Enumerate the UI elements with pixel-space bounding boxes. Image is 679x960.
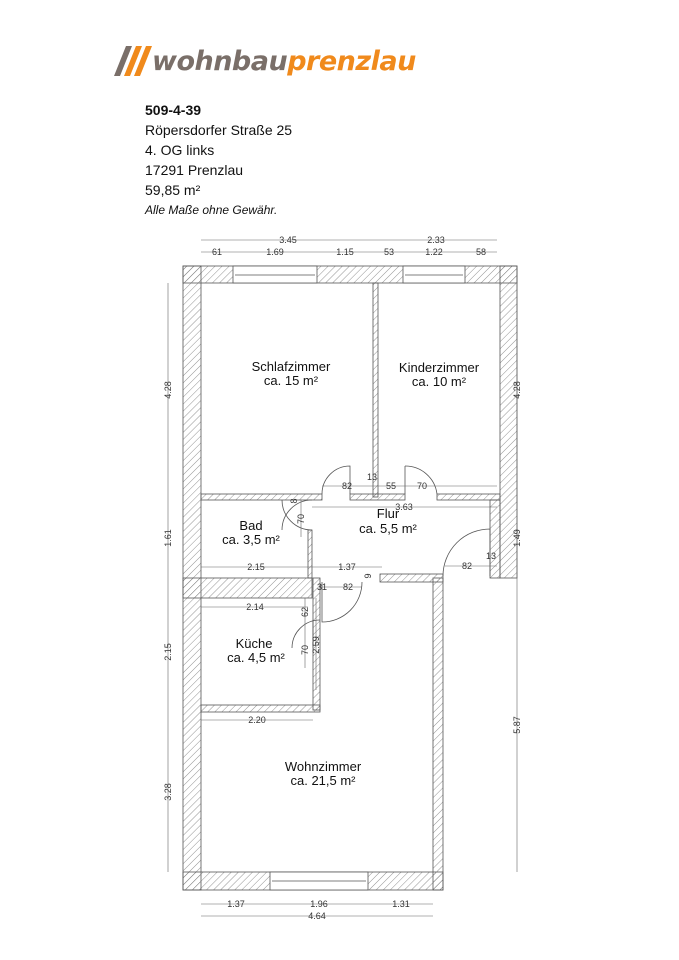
dim-right-c: 5.87: [512, 716, 522, 734]
inner-dimensions: 82 13 55 70 3.63 70 8 2.15 1.37 9 82 13 …: [246, 472, 496, 725]
dim-13b: 13: [486, 551, 496, 561]
dim-13a: 13: [367, 472, 377, 482]
dim-right-b: 1.49: [512, 529, 522, 547]
dim-left-a: 4.28: [163, 381, 173, 399]
dim-363: 3.63: [395, 502, 413, 512]
top-dimensions: 3.45 2.33 61 1.69 1.15 53 1.22 58: [212, 235, 486, 257]
dim-31: 31: [317, 582, 327, 592]
dim-top-c1: 61: [212, 247, 222, 257]
dim-bottom-c: 1.31: [392, 899, 410, 909]
dim-82c: 82: [343, 582, 353, 592]
room-schlafzimmer-name: Schlafzimmer: [252, 359, 331, 374]
logo-text-wohnbau: wohnbau: [152, 45, 288, 77]
dim-bottom-a: 1.37: [227, 899, 245, 909]
total-area: 59,85 m²: [145, 182, 201, 198]
bottom-dimensions: 1.37 1.96 1.31 4.64: [227, 899, 410, 921]
dim-top-b: 2.33: [427, 235, 445, 245]
dim-82b: 82: [462, 561, 472, 571]
room-wohnzimmer-name: Wohnzimmer: [285, 759, 362, 774]
property-id: 509-4-39: [145, 102, 202, 118]
dim-top-a: 3.45: [279, 235, 297, 245]
dim-137: 1.37: [338, 562, 356, 572]
doors: [281, 465, 491, 649]
room-labels: Schlafzimmer ca. 15 m² Kinderzimmer ca. …: [222, 359, 480, 788]
dim-top-c5: 1.22: [425, 247, 443, 257]
dim-left-c: 2.15: [163, 643, 173, 661]
dim-9: 9: [363, 573, 373, 578]
room-kinderzimmer-name: Kinderzimmer: [399, 360, 480, 375]
room-kueche-area: ca. 4,5 m²: [227, 650, 285, 665]
windows: [232, 265, 466, 891]
logo-stripes-icon: [114, 46, 152, 76]
dim-8: 8: [289, 498, 299, 503]
dim-82a: 82: [342, 481, 352, 491]
room-wohnzimmer-area: ca. 21,5 m²: [290, 773, 356, 788]
room-kinderzimmer-area: ca. 10 m²: [412, 374, 467, 389]
dim-top-c4: 53: [384, 247, 394, 257]
dim-70a: 70: [417, 481, 427, 491]
dim-215: 2.15: [247, 562, 265, 572]
property-info: 509-4-39 Röpersdorfer Straße 25 4. OG li…: [145, 100, 292, 220]
dim-right-a: 4.28: [512, 381, 522, 399]
floor: 4. OG links: [145, 142, 215, 158]
dim-left-d: 3.28: [163, 783, 173, 801]
dim-top-c6: 58: [476, 247, 486, 257]
dim-top-c3: 1.15: [336, 247, 354, 257]
left-dimensions: 4.28 1.61 2.15 3.28: [163, 381, 173, 801]
dim-214: 2.14: [246, 602, 264, 612]
city: 17291 Prenzlau: [145, 162, 244, 178]
dim-left-b: 1.61: [163, 529, 173, 547]
dim-259: 2.59: [311, 636, 321, 654]
dim-220: 2.20: [248, 715, 266, 725]
dim-bottom-b: 1.96: [310, 899, 328, 909]
dim-70c: 70: [300, 645, 310, 655]
room-schlafzimmer-area: ca. 15 m²: [264, 373, 319, 388]
dimension-lines: [167, 239, 518, 917]
dim-bottom-total: 4.64: [308, 911, 326, 921]
room-flur-name: Flur: [377, 506, 400, 521]
dim-55: 55: [386, 481, 396, 491]
street: Röpersdorfer Straße 25: [145, 122, 293, 138]
disclaimer: Alle Maße ohne Gewähr.: [145, 203, 278, 217]
room-flur-area: ca. 5,5 m²: [359, 521, 417, 536]
room-kueche-name: Küche: [236, 636, 273, 651]
dim-70b: 70: [296, 514, 306, 524]
room-bad-name: Bad: [239, 518, 262, 533]
logo-text-prenzlau: prenzlau: [287, 45, 416, 77]
right-dimensions: 4.28 1.49 5.87: [512, 381, 522, 734]
room-bad-area: ca. 3,5 m²: [222, 532, 280, 547]
dim-62: 62: [300, 607, 310, 617]
dim-top-c2: 1.69: [266, 247, 284, 257]
